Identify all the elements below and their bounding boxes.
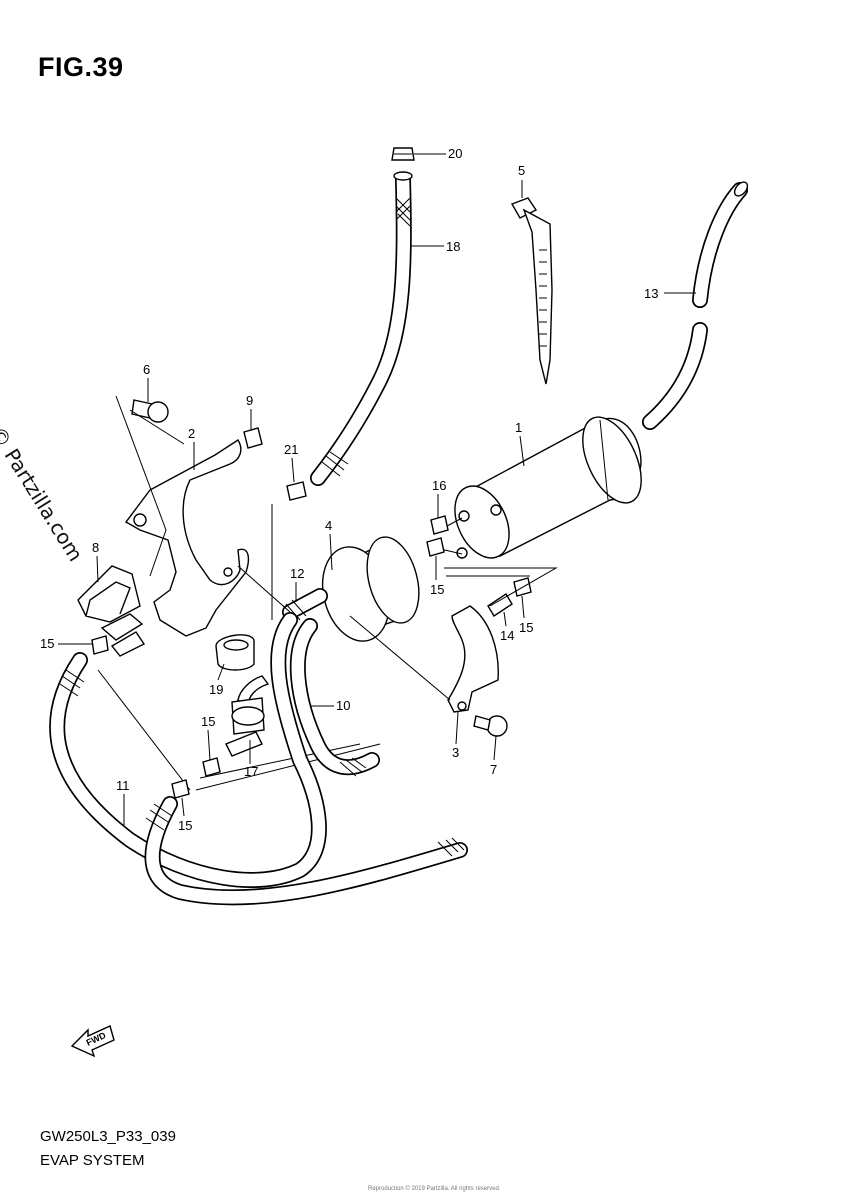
callout-1-label: 1	[515, 420, 522, 435]
clamp-20	[391, 147, 415, 161]
diagram-code: GW250L3_P33_039	[40, 1128, 176, 1145]
hose-18	[310, 171, 413, 486]
callout-15-a: 15	[430, 556, 444, 597]
callout-15-f: 15	[0, 0, 14, 3]
callout-12-label: 12	[290, 566, 304, 581]
callout-15a-label: 15	[430, 582, 444, 597]
callout-18: 18	[410, 239, 460, 254]
callout-11-label: 11	[116, 778, 130, 793]
plug-14	[487, 593, 513, 617]
callout-3-label: 3	[452, 745, 459, 760]
cap-19	[215, 634, 255, 671]
valve-8	[77, 565, 146, 657]
callout-15-d: 15	[201, 714, 215, 761]
fitting-17	[225, 675, 270, 757]
callout-20-label: 20	[448, 146, 462, 161]
hose-13	[642, 181, 749, 430]
bolt-6	[131, 399, 169, 423]
clip-9	[243, 427, 263, 449]
callout-15-b: 15	[519, 595, 533, 635]
cushion-4	[321, 536, 420, 642]
callout-15-c: 15	[40, 636, 92, 651]
callout-1: 1	[515, 420, 525, 467]
clamp-15-e	[171, 779, 190, 799]
callout-9-label: 9	[246, 393, 253, 408]
callout-4: 4	[325, 518, 333, 571]
callout-14: 14	[500, 611, 514, 643]
bolt-7	[473, 715, 508, 737]
callout-7-label: 7	[490, 762, 497, 777]
callout-8-label: 8	[92, 540, 99, 555]
clamp-16	[430, 515, 449, 535]
fwd-arrow-icon: FWD	[70, 1025, 115, 1058]
system-name: EVAP SYSTEM	[40, 1152, 145, 1169]
callout-9: 9	[246, 393, 253, 430]
callout-4-label: 4	[325, 518, 332, 533]
callout-15b-label: 15	[519, 620, 533, 635]
callout-13-label: 13	[644, 286, 658, 301]
callout-17-label: 17	[244, 764, 258, 779]
callout-2: 2	[188, 426, 195, 470]
clamp-21	[286, 481, 307, 501]
hose-10	[289, 618, 380, 777]
callout-16-label: 16	[432, 478, 446, 493]
callout-19-label: 19	[209, 682, 223, 697]
callout-15c-label: 15	[40, 636, 54, 651]
callout-13: 13	[644, 286, 696, 301]
callout-6: 6	[143, 362, 150, 402]
callout-15-e: 15	[178, 797, 192, 833]
callout-5-label: 5	[518, 163, 525, 178]
callout-8: 8	[92, 540, 99, 583]
callout-17: 17	[244, 740, 258, 779]
callout-5: 5	[518, 163, 525, 198]
callout-10-label: 10	[336, 698, 350, 713]
footer-note: Reproduction © 2019 Partzilla. All right…	[368, 1186, 501, 1192]
bracket-3	[447, 605, 499, 713]
callout-21-label: 21	[284, 442, 298, 457]
callout-19: 19	[209, 663, 225, 697]
callout-20: 20	[414, 146, 462, 161]
clamp-15-c	[91, 635, 109, 655]
hose-11	[49, 612, 468, 906]
callout-15e-label: 15	[178, 818, 192, 833]
callout-14-label: 14	[500, 628, 514, 643]
callout-15d-label: 15	[201, 714, 215, 729]
callout-12: 12	[290, 566, 304, 602]
hose-12	[282, 588, 328, 621]
clamp-15-a	[426, 537, 445, 557]
callout-2-label: 2	[188, 426, 195, 441]
callout-6-label: 6	[143, 362, 150, 377]
callout-18-label: 18	[446, 239, 460, 254]
callout-3: 3	[452, 711, 459, 760]
canister-1	[435, 416, 642, 559]
clamp-15-d	[202, 757, 221, 777]
callout-21: 21	[284, 442, 298, 483]
callout-11: 11	[116, 778, 130, 826]
tie-strap-5	[510, 197, 553, 385]
callout-16: 16	[432, 478, 446, 518]
callout-7: 7	[490, 735, 497, 777]
bracket-2	[124, 439, 250, 637]
figure-title: FIG.39	[38, 52, 124, 82]
callout-10: 10	[310, 698, 350, 713]
